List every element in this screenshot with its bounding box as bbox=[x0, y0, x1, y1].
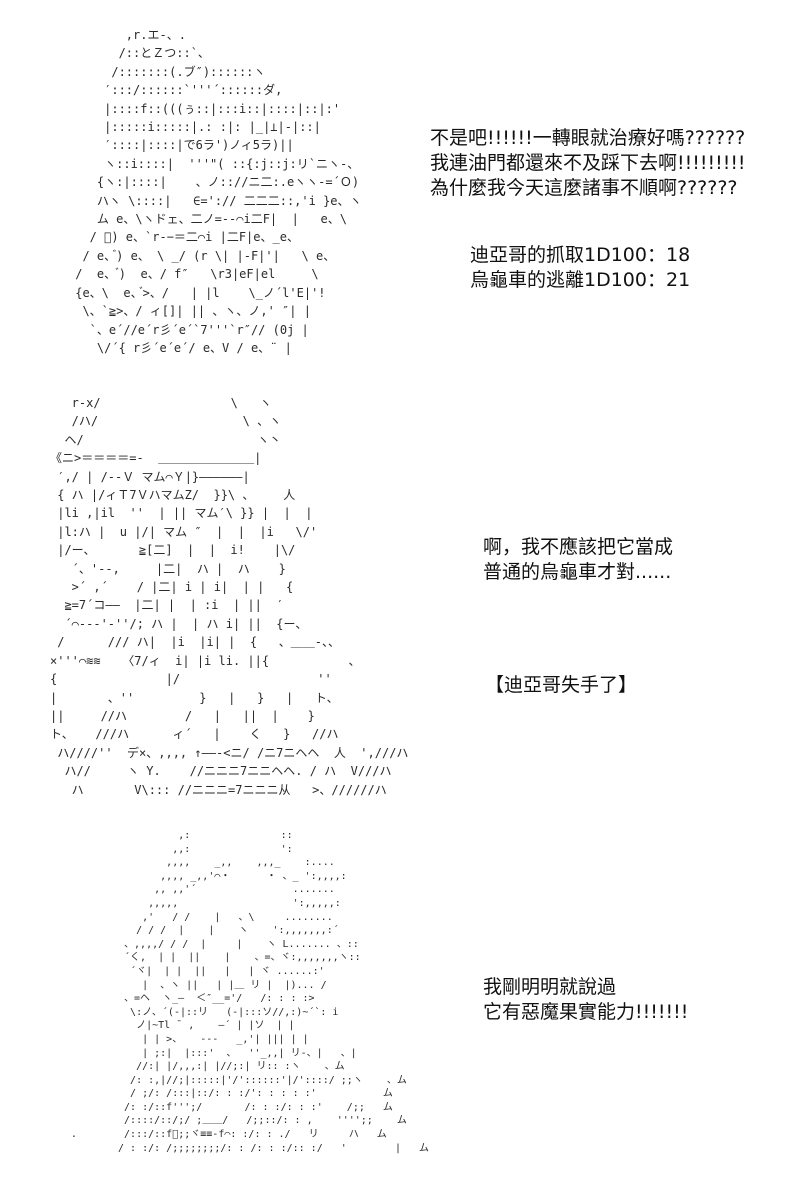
dice-roll-results: 迪亞哥的抓取1D100：18 烏龜車的逃離1D100：21 bbox=[470, 244, 691, 291]
aa-art-dio-top: ,r.エ-、. /::とＺつ::`、 /:::::::(.ブ″)::::::ヽ … bbox=[75, 28, 362, 355]
dialogue-dio-top: 不是吧!!!!!!一轉眼就治療好嗎?????? 我連油門都還來不及踩下去啊!!!… bbox=[430, 127, 746, 199]
narration-caption: 【迪亞哥失手了】 bbox=[485, 674, 638, 696]
stray-dot: . bbox=[72, 1126, 76, 1140]
aa-art-girl-bottom: ,: :: ,,: ': ,,,, _,, ,,,_ :.... ,,,, _,… bbox=[118, 830, 430, 1154]
dialogue-girl-bottom: 我剛明明就說過 它有惡魔果實能力!!!!!!! bbox=[483, 976, 689, 1023]
aa-art-dio-middle: r-x/ \ ヽ /ハ/ \ 、ヽ ヘ/ ヽ丶 《ニ>＝＝＝＝=- ＿＿＿＿＿＿… bbox=[50, 396, 409, 797]
dialogue-dio-middle: 啊，我不應該把它當成 普通的烏龜車才對...... bbox=[483, 536, 674, 583]
